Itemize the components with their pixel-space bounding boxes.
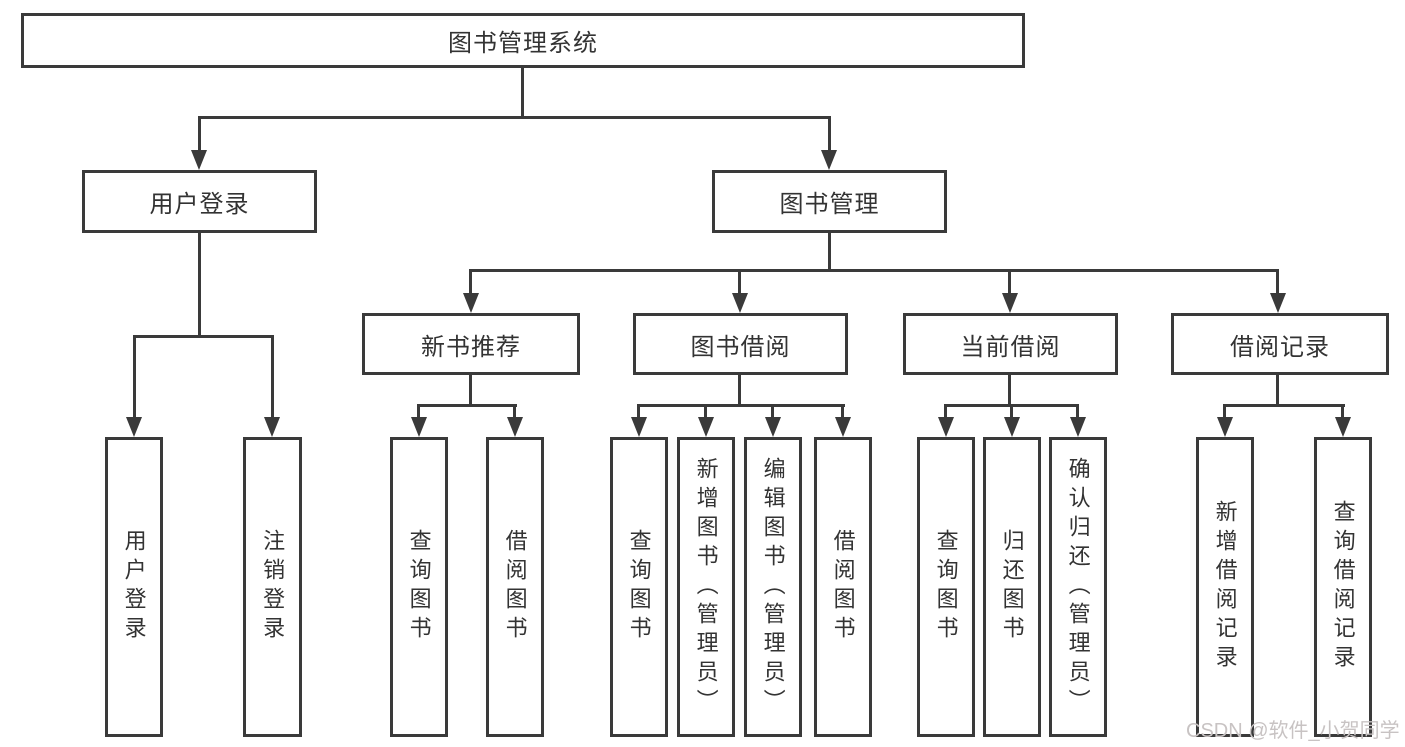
node-label: 图书管理 xyxy=(779,191,880,218)
node-label: 用户登录 xyxy=(149,191,250,218)
connector-line xyxy=(271,335,274,421)
leaf-query-books-borrowing: 查询图书 xyxy=(610,437,668,737)
arrowhead xyxy=(1335,417,1351,437)
node-library-system: 图书管理系统 xyxy=(21,13,1025,68)
connector-line xyxy=(198,230,201,338)
connector-line xyxy=(198,116,201,154)
connector-line xyxy=(198,116,831,119)
node-label: 当前借阅 xyxy=(960,333,1061,361)
arrowhead xyxy=(191,150,207,170)
node-label: 借阅记录 xyxy=(1230,333,1330,361)
connector-line xyxy=(1008,269,1011,297)
node-user-login: 用户登录 xyxy=(82,170,317,233)
arrowhead xyxy=(1002,293,1018,313)
node-label: 编辑图书（管理员） xyxy=(760,456,786,718)
leaf-add-borrow-record: 新增借阅记录 xyxy=(1196,437,1254,737)
leaf-edit-books-admin: 编辑图书（管理员） xyxy=(744,437,802,737)
node-book-borrowing: 图书借阅 xyxy=(633,313,848,375)
connector-line xyxy=(469,269,1279,272)
csdn-watermark: CSDN @软件_小贺同学 xyxy=(1186,720,1400,742)
node-label: 图书借阅 xyxy=(690,333,791,361)
node-label: 新增借阅记录 xyxy=(1212,500,1238,674)
arrowhead xyxy=(264,417,280,437)
arrowhead xyxy=(1217,417,1233,437)
connector-line xyxy=(738,373,741,407)
connector-line xyxy=(1010,404,1013,422)
leaf-return-books: 归还图书 xyxy=(983,437,1041,737)
node-label: 用户登录 xyxy=(121,529,147,645)
node-label: 查询图书 xyxy=(406,529,432,645)
connector-line xyxy=(469,373,472,407)
arrowhead xyxy=(732,293,748,313)
connector-line xyxy=(704,404,707,422)
connector-line xyxy=(1076,404,1079,422)
arrowhead xyxy=(821,150,837,170)
node-new-book-recommend: 新书推荐 xyxy=(362,313,580,375)
arrowhead xyxy=(126,417,142,437)
leaf-query-books-current: 查询图书 xyxy=(917,437,975,737)
connector-line xyxy=(944,404,947,422)
leaf-confirm-return-admin: 确认归还（管理员） xyxy=(1049,437,1107,737)
connector-line xyxy=(1341,404,1344,422)
connector-line xyxy=(469,269,472,297)
connector-line xyxy=(1223,404,1226,422)
connector-line xyxy=(828,116,831,154)
node-label: 借阅图书 xyxy=(502,529,528,645)
arrowhead xyxy=(938,417,954,437)
connector-line xyxy=(1008,373,1011,407)
connector-line xyxy=(637,404,640,422)
connector-line xyxy=(1276,269,1279,297)
node-label: 新书推荐 xyxy=(421,333,521,361)
leaf-query-books-recommend: 查询图书 xyxy=(390,437,448,737)
arrowhead xyxy=(463,293,479,313)
arrowhead xyxy=(698,417,714,437)
leaf-borrow-books-recommend: 借阅图书 xyxy=(486,437,544,737)
leaf-logout-login: 注销登录 xyxy=(243,437,302,737)
connector-line xyxy=(1223,404,1345,407)
node-label: 查询借阅记录 xyxy=(1330,500,1356,674)
connector-line xyxy=(417,404,420,422)
connector-line xyxy=(828,230,831,272)
connector-line xyxy=(1276,373,1279,407)
node-current-borrowing: 当前借阅 xyxy=(903,313,1118,375)
node-book-management: 图书管理 xyxy=(712,170,947,233)
node-label: 确认归还（管理员） xyxy=(1065,456,1091,718)
connector-line xyxy=(738,269,741,297)
arrowhead xyxy=(765,417,781,437)
node-label: 新增图书（管理员） xyxy=(693,456,719,718)
arrowhead xyxy=(835,417,851,437)
leaf-user-login: 用户登录 xyxy=(105,437,163,737)
connector-line xyxy=(771,404,774,422)
leaf-add-books-admin: 新增图书（管理员） xyxy=(677,437,735,737)
arrowhead xyxy=(411,417,427,437)
node-label: 借阅图书 xyxy=(830,529,856,645)
connector-line xyxy=(841,404,844,422)
node-label: 注销登录 xyxy=(260,529,286,645)
arrowhead xyxy=(1270,293,1286,313)
node-label: 图书管理系统 xyxy=(448,30,598,57)
node-label: 查询图书 xyxy=(626,529,652,645)
connector-line xyxy=(513,404,516,422)
arrowhead xyxy=(1004,417,1020,437)
leaf-borrow-books-borrowing: 借阅图书 xyxy=(814,437,872,737)
connector-line xyxy=(417,404,517,407)
node-label: 归还图书 xyxy=(999,529,1025,645)
connector-line xyxy=(521,66,524,119)
leaf-query-borrow-record: 查询借阅记录 xyxy=(1314,437,1372,737)
arrowhead xyxy=(1070,417,1086,437)
node-label: 查询图书 xyxy=(933,529,959,645)
connector-line xyxy=(637,404,845,407)
arrowhead xyxy=(507,417,523,437)
connector-line xyxy=(133,335,274,338)
node-borrow-records: 借阅记录 xyxy=(1171,313,1389,375)
arrowhead xyxy=(631,417,647,437)
connector-line xyxy=(133,335,136,421)
